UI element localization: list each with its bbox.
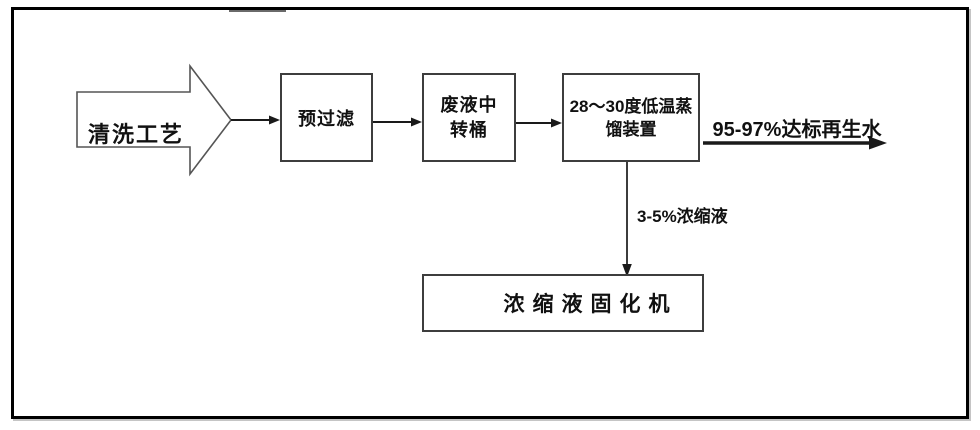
process-box-distillation: 28～30度低温蒸 馏装置 (562, 73, 700, 162)
edge-label-regenerated-water: 95-97%达标再生水 (712, 119, 882, 141)
arrowhead-to-prefilter-icon (269, 115, 280, 125)
arrowhead-regenerated-water-icon (869, 136, 887, 150)
arrowhead-to-solidifier-icon (622, 264, 632, 277)
source-arrow-label: 清洗工艺 (87, 122, 184, 147)
box-label-line: 转桶 (450, 119, 488, 140)
process-box-prefilter: 预过滤 (280, 73, 373, 162)
box-label-line: 馏装置 (605, 119, 657, 139)
edge-label-concentrate: 3-5%浓缩液 (637, 207, 728, 226)
outer-frame (11, 7, 969, 419)
arrowhead-to-barrel-icon (411, 117, 422, 127)
box-label: 浓缩液固化机 (503, 293, 678, 316)
top-border-artifact (229, 10, 286, 12)
process-box-transfer-barrel: 废液中 转桶 (422, 73, 516, 162)
box-label: 预过滤 (298, 108, 355, 129)
box-label-line: 28～30度低温蒸 (569, 96, 693, 116)
process-box-solidifier: 浓缩液固化机 (422, 274, 704, 332)
source-block-arrow (76, 63, 233, 177)
box-label-line: 废液中 (440, 94, 498, 115)
arrowhead-to-distillation-icon (551, 118, 562, 128)
